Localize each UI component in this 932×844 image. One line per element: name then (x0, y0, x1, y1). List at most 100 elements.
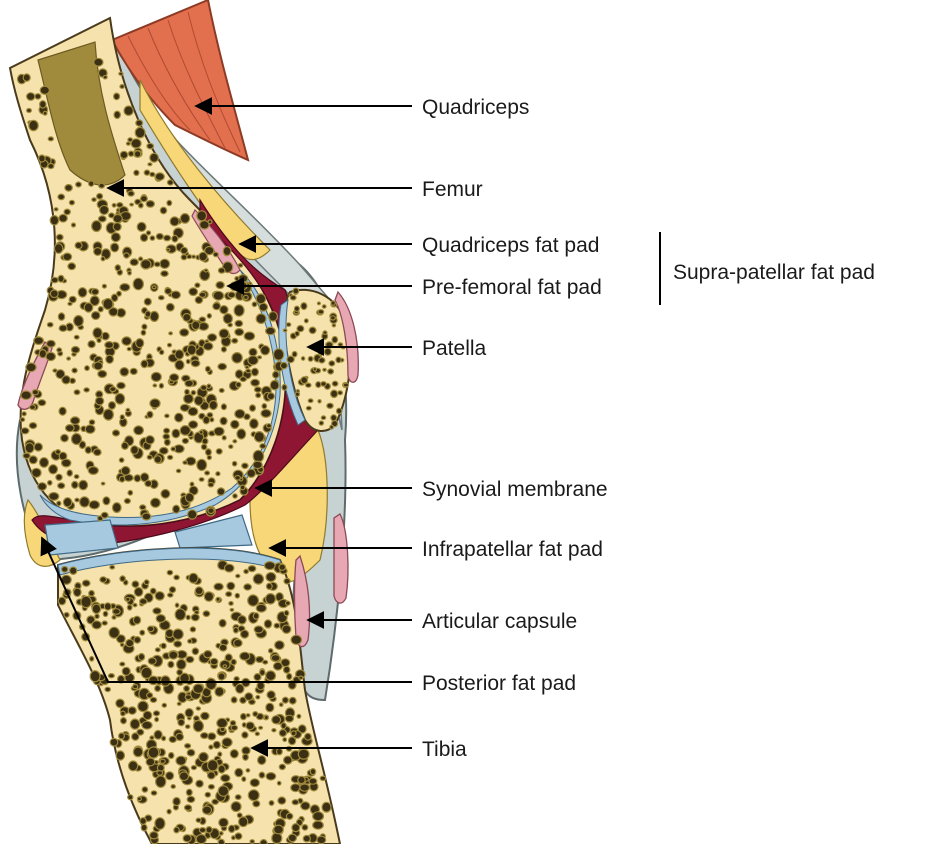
trabecula-dot (134, 170, 139, 175)
trabecula-dot (182, 438, 188, 443)
trabecula-dot (240, 652, 250, 660)
trabecula-dot (201, 385, 207, 390)
trabecula-dot (160, 447, 169, 454)
trabecula-dot (319, 358, 325, 363)
trabecula-dot (134, 426, 144, 435)
trabecula-dot (39, 350, 46, 358)
trabecula-dot (220, 417, 227, 425)
trabecula-dot (201, 733, 209, 739)
trabecula-dot (63, 253, 72, 260)
trabecula-dot (292, 800, 299, 805)
trabecula-dot (162, 736, 166, 741)
trabecula-dot (236, 382, 241, 387)
trabecula-dot (274, 662, 283, 670)
trabecula-dot (40, 86, 49, 94)
trabecula-dot (253, 712, 258, 717)
trabecula-dot (218, 765, 225, 773)
trabecula-dot (233, 627, 238, 633)
trabecula-dot (103, 409, 113, 420)
trabecula-dot (22, 412, 26, 416)
trabecula-dot (196, 780, 203, 787)
trabecula-dot (284, 611, 289, 616)
trabecula-dot (120, 284, 130, 291)
trabecula-dot (64, 209, 70, 215)
knee-illustration (10, 0, 358, 844)
trabecula-dot (199, 317, 205, 322)
trabecula-dot (188, 639, 192, 643)
trabecula-dot (266, 703, 274, 712)
trabecula-dot (248, 356, 258, 365)
trabecula-dot (40, 101, 46, 108)
trabecula-dot (94, 362, 103, 370)
trabecula-dot (121, 467, 130, 476)
trabecula-dot (269, 801, 274, 806)
trabecula-dot (215, 687, 224, 696)
trabecula-dot (272, 833, 282, 844)
trabecula-dot (248, 790, 259, 801)
trabecula-dot (150, 153, 159, 162)
trabecula-dot (155, 717, 159, 721)
trabecula-dot (93, 328, 102, 338)
trabecula-dot (225, 654, 232, 661)
label-infrapatellar-fat-pad: Infrapatellar fat pad (422, 538, 603, 561)
trabecula-dot (338, 391, 343, 395)
trabecula-dot (163, 434, 170, 439)
trabecula-dot (147, 411, 153, 418)
trabecula-dot (259, 303, 267, 311)
trabecula-dot (199, 753, 208, 762)
trabecula-dot (167, 809, 171, 814)
trabecula-dot (85, 366, 90, 371)
trabecula-dot (51, 277, 58, 282)
trabecula-dot (235, 329, 244, 336)
trabecula-dot (253, 613, 259, 619)
trabecula-dot (74, 475, 79, 479)
trabecula-dot (48, 481, 52, 486)
trabecula-dot (274, 349, 284, 360)
trabecula-dot (184, 394, 194, 403)
trabecula-dot (286, 813, 292, 819)
trabecula-dot (267, 393, 274, 400)
trabecula-dot (191, 614, 199, 621)
trabecula-dot (54, 208, 58, 211)
trabecula-dot (253, 450, 263, 462)
trabecula-dot (193, 721, 203, 732)
trabecula-dot (246, 369, 251, 373)
trabecula-dot (148, 658, 156, 665)
trabecula-dot (140, 630, 145, 635)
trabecula-dot (180, 329, 189, 336)
trabecula-dot (282, 385, 287, 391)
trabecula-dot (128, 271, 132, 275)
trabecula-dot (72, 347, 80, 354)
trabecula-dot (204, 651, 212, 658)
trabecula-dot (219, 619, 226, 627)
trabecula-dot (287, 674, 292, 680)
trabecula-dot (113, 223, 121, 231)
label-posterior-fat-pad: Posterior fat pad (422, 672, 576, 695)
trabecula-dot (132, 581, 139, 587)
trabecula-dot (110, 738, 118, 746)
trabecula-dot (185, 389, 190, 394)
trabecula-dot (218, 268, 225, 273)
trabecula-dot (34, 337, 44, 345)
trabecula-dot (234, 305, 244, 316)
trabecula-dot (266, 594, 276, 604)
trabecula-dot (47, 340, 56, 347)
trabecula-dot (62, 567, 68, 573)
trabecula-dot (166, 303, 174, 311)
trabecula-dot (213, 291, 223, 300)
trabecula-dot (203, 611, 210, 617)
trabecula-dot (247, 469, 256, 477)
trabecula-dot (279, 564, 286, 570)
trabecula-dot (46, 352, 55, 360)
trabecula-dot (95, 614, 99, 619)
trabecula-dot (269, 649, 273, 653)
trabecula-dot (199, 478, 204, 482)
trabecula-dot (218, 673, 225, 680)
trabecula-dot (331, 301, 335, 305)
trabecula-dot (216, 282, 224, 289)
trabecula-dot (214, 427, 224, 435)
trabecula-dot (173, 798, 180, 806)
trabecula-dot (256, 314, 266, 324)
trabecula-dot (264, 620, 271, 628)
